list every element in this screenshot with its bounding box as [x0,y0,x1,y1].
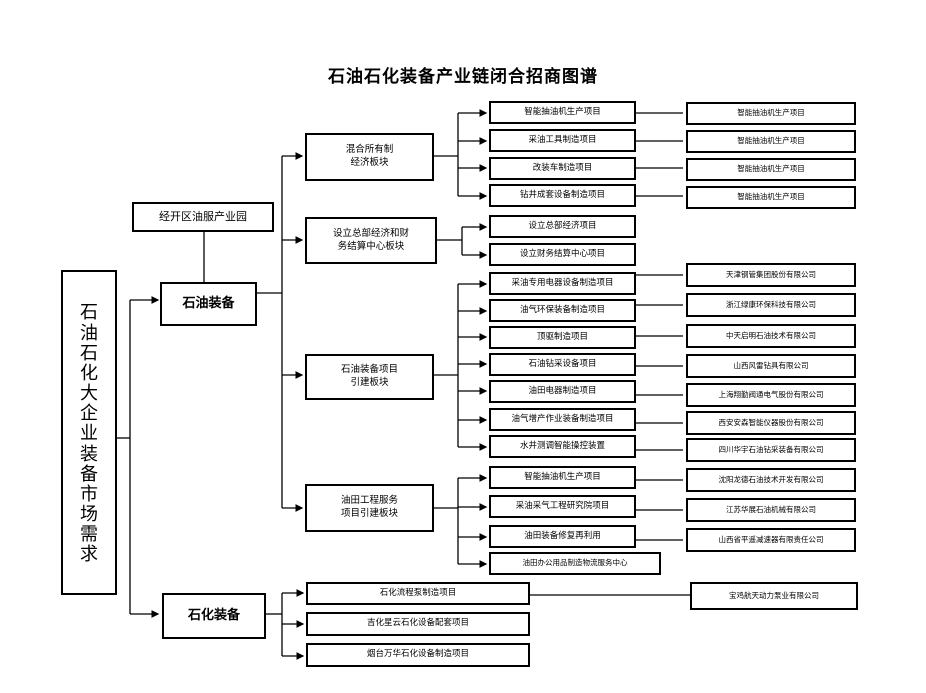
petrochemical-project: 烟台万华石化设备制造项目 [306,643,530,667]
oilfield-company: 江苏华展石油机械有限公司 [686,498,856,522]
hq-project: 设立财务结算中心项目 [489,243,636,266]
mixed-project: 钻井成套设备制造项目 [489,184,636,207]
equipment-company: 四川华宇石油钻采装备有限公司 [686,438,856,462]
oilfield-company: 沈阳龙德石油技术开发有限公司 [686,468,856,492]
mixed-project: 改装车制造项目 [489,157,636,180]
petrochemical-project: 石化流程泵制造项目 [306,582,530,605]
mixed-company: 智能抽油机生产项目 [686,102,856,125]
petroleum-equipment-box: 石油装备 [160,282,257,326]
equipment-project: 采油专用电器设备制造项目 [489,272,636,295]
mixed-project: 智能抽油机生产项目 [489,101,636,124]
equipment-project: 油气环保装备制造项目 [489,299,636,322]
oilfield-project: 油田装备修复再利用 [489,525,636,548]
equipment-project: 石油钻采设备项目 [489,353,636,376]
oilfield-company: 山西省平遥减速器有限责任公司 [686,528,856,552]
equipment-company: 山西风雷钻具有限公司 [686,354,856,378]
equipment-company: 天津钢管集团股份有限公司 [686,263,856,287]
petrochemical-project: 吉化星云石化设备配套项目 [306,612,530,636]
equipment-company: 上海翔勤阀通电气股份有限公司 [686,383,856,407]
equipment-project: 油田电器制造项目 [489,380,636,403]
petrochemical-equipment-box: 石化装备 [162,593,266,639]
equipment-company: 浙江绿康环保科技有限公司 [686,293,856,317]
mixed-company: 智能抽油机生产项目 [686,130,856,153]
root-demand-box: 石油石化大企业装备市场需求 [61,270,117,595]
mixed-company: 智能抽油机生产项目 [686,158,856,181]
mixed-ownership-section: 混合所有制 经济板块 [305,133,434,181]
equipment-project: 水井测调智能操控装置 [489,435,636,458]
mixed-project: 采油工具制造项目 [489,129,636,152]
equipment-company: 西安安森智能仪器股份有限公司 [686,411,856,435]
oilfield-project: 油田办公用品制造物流服务中心 [489,552,661,575]
equipment-project: 顶驱制造项目 [489,326,636,349]
equipment-company: 中天启明石油技术有限公司 [686,324,856,348]
oilfield-project: 采油采气工程研究院项目 [489,495,636,518]
park-box: 经开区油服产业园 [132,202,274,232]
petrochemical-company: 宝鸡航天动力泵业有限公司 [690,582,858,610]
hq-project: 设立总部经济项目 [489,215,636,238]
hq-finance-section: 设立总部经济和财 务结算中心板块 [305,217,437,264]
diagram-title: 石油石化装备产业链闭合招商图谱 [328,67,598,87]
mixed-company: 智能抽油机生产项目 [686,186,856,209]
root-label: 石油石化大企业装备市场需求 [80,302,98,566]
oilfield-project: 智能抽油机生产项目 [489,466,636,489]
equipment-projects-section: 石油装备项目 引建板块 [305,354,434,400]
equipment-project: 油气增产作业装备制造项目 [489,408,636,431]
oilfield-services-section: 油田工程服务 项目引建板块 [305,484,434,532]
